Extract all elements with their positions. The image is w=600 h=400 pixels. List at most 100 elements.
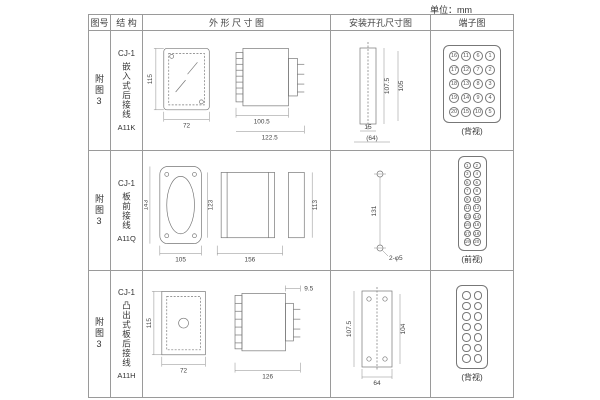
terminal-pin: 6 <box>473 178 481 186</box>
row1-structure-cell: CJ-1 嵌入式后接线 A11K <box>111 31 143 151</box>
terminal-pin: 11 <box>461 50 471 61</box>
terminal-pin: 2 <box>485 64 495 75</box>
terminal-pin: 11 <box>463 204 471 212</box>
terminal-pin-row <box>462 354 482 363</box>
terminal-pin <box>462 333 471 342</box>
dim-label-v1: 131 <box>371 205 378 216</box>
row3-outline-cell: 115 72 9.5 126 <box>143 271 331 397</box>
fig-no: 附图3 <box>94 317 104 351</box>
terminal-pin <box>462 354 471 363</box>
dim-label-h2: (64) <box>366 135 378 142</box>
dim-label-height: 115 <box>146 73 153 84</box>
structure-text: 板前接线 <box>121 191 132 230</box>
terminal-pin: 17 <box>463 229 471 237</box>
header-mounting: 安装开孔尺寸图 <box>331 15 431 31</box>
terminal-pin: 19 <box>449 92 459 103</box>
outline-drawing-a11q: 143 123 105 156 113 <box>144 165 319 263</box>
header-structure: 结 构 <box>111 15 143 31</box>
dim-label-depth2: 122.5 <box>261 134 277 141</box>
dim-label-depth2: 113 <box>312 199 319 210</box>
dim-label-height: 143 <box>144 199 149 210</box>
model-code: A11H <box>117 371 136 381</box>
terminal-pin <box>462 291 471 300</box>
terminal-pin: 7 <box>463 187 471 195</box>
terminal-pin <box>473 312 482 321</box>
dim-label-depth1: 100.5 <box>253 118 269 125</box>
row2-fig-no-cell: 附图3 <box>89 151 111 271</box>
terminal-pin: 3 <box>485 78 495 89</box>
terminal-pin <box>473 333 482 342</box>
terminal-pin: 7 <box>473 64 483 75</box>
terminal-pin-row <box>462 343 482 353</box>
terminal-pin: 16 <box>449 50 459 61</box>
row1-mounting-cell: 107.5 105 15 (64) <box>331 31 431 151</box>
fig-no: 附图3 <box>94 193 104 228</box>
model-code: A11K <box>117 123 136 132</box>
row3-fig-no-cell: 附图3 <box>89 271 111 397</box>
terminal-pin <box>462 301 471 311</box>
terminal-view-label: (前视) <box>461 255 483 264</box>
dim-label-v1: 107.5 <box>384 77 391 94</box>
terminal-pin: 5 <box>463 178 471 186</box>
row2-structure-cell: CJ-1 板前接线 A11Q <box>111 151 143 271</box>
dim-label-width: 72 <box>182 122 190 129</box>
unit-label: 单位：mm <box>430 5 472 15</box>
terminal-pin: 20 <box>449 106 459 117</box>
dim-label-width: 72 <box>179 368 187 375</box>
terminal-pin: 20 <box>473 238 481 246</box>
dim-label-h1: 15 <box>364 124 372 131</box>
terminal-pin-row <box>462 291 482 300</box>
terminal-pin <box>473 301 482 311</box>
terminal-pin: 10 <box>473 106 483 117</box>
terminal-view-label: (背视) <box>461 126 483 136</box>
dim-label-v1: 107.5 <box>346 320 353 337</box>
model-name: CJ-1 <box>118 178 135 188</box>
dim-label-v2: 104 <box>400 323 407 334</box>
terminal-pin: 14 <box>461 92 471 103</box>
model-code: A11Q <box>117 233 136 243</box>
model-name: CJ-1 <box>118 287 135 297</box>
row3-terminal-cell: (背视) <box>431 271 513 397</box>
terminal-pin <box>473 343 482 353</box>
dim-label-height: 115 <box>145 318 152 329</box>
terminal-pin: 15 <box>463 221 471 229</box>
terminal-pin <box>462 312 471 321</box>
outline-drawing-a11k: 115 72 100.5 1 <box>146 47 305 141</box>
terminal-pin: 2 <box>473 161 481 169</box>
structure-text: 嵌入式后接线 <box>121 62 132 119</box>
dimension-table: 图号 结 构 外 形 尺 寸 图 安装开孔尺寸图 端子图 附图3 CJ-1 嵌入… <box>88 14 514 398</box>
terminal-pin: 14 <box>473 212 481 220</box>
dim-label-depth: 126 <box>262 374 273 381</box>
header-outline: 外 形 尺 寸 图 <box>143 15 331 31</box>
terminal-pin: 1 <box>485 50 495 61</box>
row3-structure-cell: CJ-1 凸出式板后接线 A11H <box>111 271 143 397</box>
terminal-pin: 18 <box>473 229 481 237</box>
terminal-pin: 12 <box>473 204 481 212</box>
dim-label-v2: 105 <box>398 80 405 91</box>
row2-outline-cell: 143 123 105 156 113 <box>143 151 331 271</box>
terminal-pin: 12 <box>461 64 471 75</box>
terminal-pin <box>473 291 482 300</box>
terminal-pin-row <box>462 301 482 311</box>
structure-text: 凸出式板后接线 <box>121 300 132 368</box>
terminal-pin: 3 <box>463 170 471 178</box>
terminal-pin <box>462 343 471 353</box>
mounting-drawing-a11k: 107.5 105 15 (64) <box>353 41 405 142</box>
terminal-pin: 4 <box>485 92 495 103</box>
terminal-pin <box>473 322 482 332</box>
header-terminal: 端子图 <box>431 15 513 31</box>
